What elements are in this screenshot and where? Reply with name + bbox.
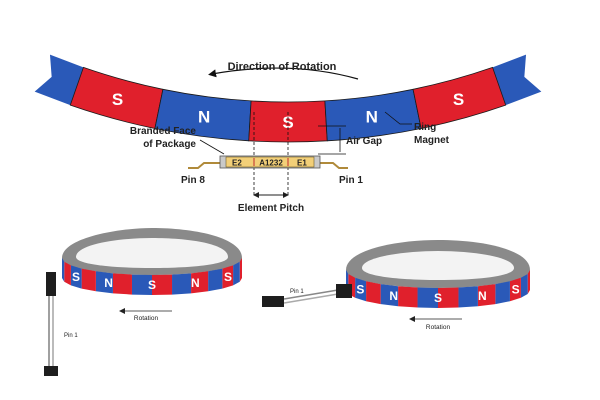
top-pole-label: N — [198, 108, 210, 127]
package-branded-face — [225, 156, 315, 168]
right-ring-hole — [362, 251, 514, 280]
left-ring-band-segment — [208, 268, 223, 292]
right-ring-pole-label: N — [389, 289, 398, 303]
left-connector — [44, 366, 58, 376]
left-sensor-body — [46, 272, 56, 296]
left-ring-band-segment — [62, 258, 65, 282]
pin1-label: Pin 1 — [339, 175, 363, 186]
right-sensor-body — [336, 284, 352, 298]
left-pin1-label: Pin 1 — [64, 333, 78, 339]
pin1-lead — [313, 162, 348, 169]
left-ring-pole-label: N — [104, 276, 113, 290]
top-pole-label: N — [366, 108, 378, 127]
right-ring-band-segment — [520, 274, 528, 298]
air-gap-label: Air Gap — [346, 136, 382, 147]
left-ring-band-segment — [233, 261, 240, 286]
chip-part-number: A1232 — [259, 159, 283, 168]
left-ring-band-segment — [81, 268, 96, 292]
right-ring-band-segment — [366, 281, 381, 305]
left-ring-hole — [76, 238, 228, 268]
right-ring-band-segment — [495, 281, 510, 305]
right-lead-1 — [283, 289, 339, 300]
top-pole-segment — [412, 66, 507, 129]
direction-of-rotation-label: Direction of Rotation — [228, 61, 337, 73]
right-ring-pole-label: S — [356, 283, 364, 297]
right-connector — [262, 296, 284, 307]
branded-face-label-1: Branded Face — [130, 126, 197, 137]
left-ring-band-segment — [172, 273, 192, 295]
pin8-label: Pin 8 — [181, 175, 205, 186]
rotation-arrow — [208, 67, 359, 80]
right-lead-2 — [283, 293, 339, 304]
left-ring-pole-label: S — [72, 270, 80, 284]
element-pitch-label: Element Pitch — [238, 203, 304, 214]
left-ring-pole-label: S — [148, 278, 156, 292]
branded-face-leader — [199, 139, 225, 155]
right-ring-band-segment — [438, 287, 459, 308]
right-ring-band-segment — [458, 286, 478, 308]
right-ring-pole-label: S — [512, 283, 520, 297]
left-ring-pole-label: S — [224, 270, 232, 284]
pin8-lead — [188, 162, 225, 169]
top-pole-label: S — [112, 90, 123, 109]
left-ring-band-segment — [131, 274, 152, 295]
right-ring-band-segment — [380, 284, 399, 307]
right-rotation-label: Rotation — [426, 324, 451, 331]
chip-e2: E2 — [232, 159, 242, 168]
right-ring-band-segment — [398, 286, 418, 308]
top-strip-end-left — [34, 54, 84, 106]
right-ring-pole-label: N — [478, 289, 487, 303]
right-pin1-label: Pin 1 — [290, 289, 304, 295]
chip-e1: E1 — [297, 159, 307, 168]
sensor-package: E2 A1232 E1 — [188, 155, 348, 169]
right-ring-band-segment — [509, 277, 521, 302]
right-ring-pole-label: S — [434, 291, 442, 305]
left-ring-band-segment — [95, 271, 113, 294]
top-strip-end-right — [492, 54, 542, 106]
left-ring-pole-label: N — [191, 276, 200, 290]
left-ring-band-segment — [152, 274, 173, 295]
right-ring-band-segment — [355, 277, 367, 302]
left-rotation-label: Rotation — [134, 315, 159, 322]
left-ring-band-segment — [112, 273, 132, 295]
ring-magnet-leader — [384, 111, 412, 125]
left-ring-band-segment — [191, 271, 209, 294]
right-ring-band-segment — [477, 284, 496, 307]
right-ring-band-segment — [527, 270, 530, 295]
right-ring-band-segment — [417, 287, 438, 308]
left-ring-band-segment — [222, 265, 234, 289]
left-ring-band-segment — [239, 258, 242, 282]
left-ring-band-segment — [64, 261, 71, 286]
ring-magnet-label-2: Magnet — [414, 135, 450, 146]
branded-face-label-2: of Package — [143, 139, 196, 150]
top-pole-label: S — [453, 90, 464, 109]
ring-magnet-label-1: Ring — [414, 122, 436, 133]
left-ring-band-segment — [70, 265, 82, 289]
